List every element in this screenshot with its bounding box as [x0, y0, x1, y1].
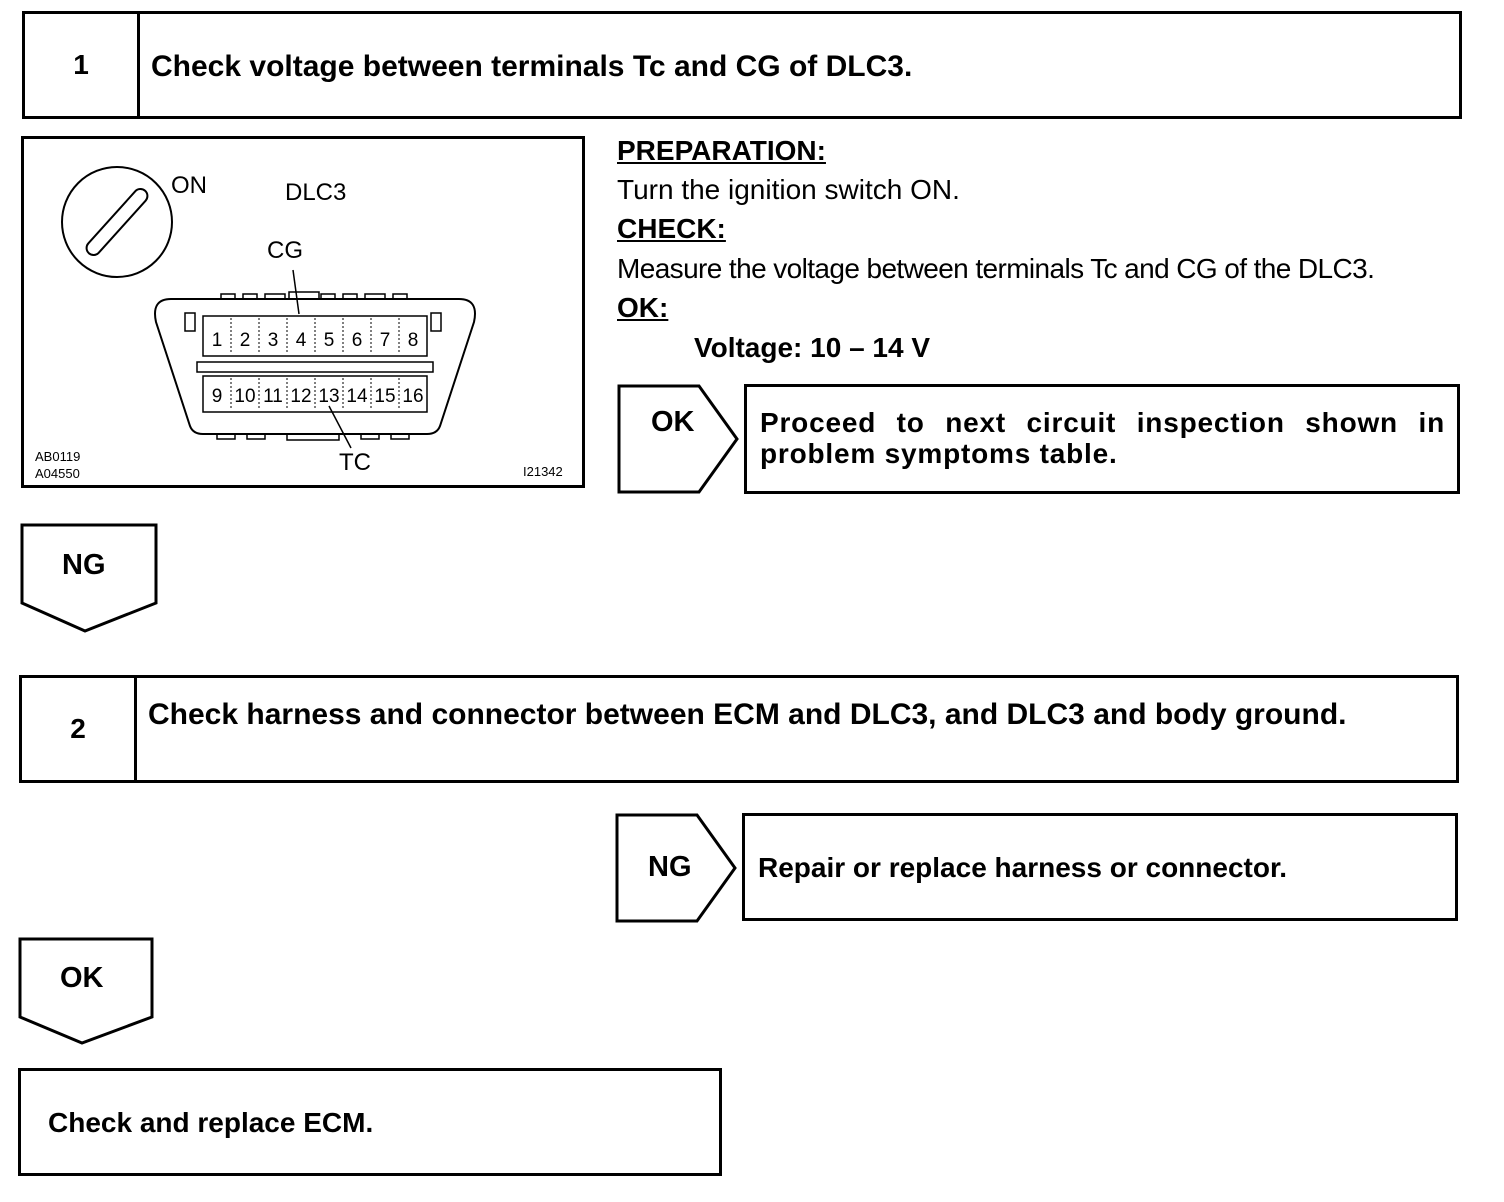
ok-spec: Voltage: 10 – 14 V: [694, 332, 931, 363]
dlc3-connector-icon: [154, 291, 476, 441]
preparation-text: Turn the ignition switch ON.: [617, 174, 960, 205]
ok-arrow-1: [617, 384, 739, 494]
pin-3: 3: [268, 330, 279, 351]
step-2-header: 2 Check harness and connector between EC…: [19, 675, 1459, 783]
step-2-title: Check harness and connector between ECM …: [148, 698, 1347, 731]
ok-label-1: OK: [651, 406, 695, 438]
figure-code-left-1: AB0119: [35, 449, 80, 464]
pin-15: 15: [374, 386, 395, 407]
pin-10: 10: [234, 386, 255, 407]
step-1-title: Check voltage between terminals Tc and C…: [151, 50, 913, 83]
ok-down-arrow-2: [18, 937, 154, 1045]
pin-2: 2: [240, 330, 251, 351]
pin-8: 8: [408, 330, 419, 351]
ok-result-1: Proceed to next circuit inspection shown…: [744, 384, 1460, 494]
dlc3-figure: ON DLC3 CG: [21, 136, 585, 488]
check-text: Measure the voltage between terminals Tc…: [617, 253, 1375, 284]
label-cg: CG: [267, 237, 303, 264]
step-2-number: 2: [22, 678, 137, 780]
label-dlc3: DLC3: [285, 179, 346, 206]
pin-12: 12: [290, 386, 311, 407]
ok-label-2: OK: [60, 962, 104, 994]
step-1-number: 1: [25, 14, 140, 116]
ng-label-2: NG: [648, 851, 692, 883]
pin-13: 13: [318, 386, 339, 407]
figure-code-right: I21342: [523, 464, 563, 479]
pin-6: 6: [352, 330, 363, 351]
pin-5: 5: [324, 330, 335, 351]
ng-arrow-2: [615, 813, 737, 923]
final-action-text: Check and replace ECM.: [48, 1107, 374, 1138]
label-tc: TC: [339, 449, 371, 476]
ignition-key-icon: [61, 166, 173, 278]
ok-heading: OK:: [617, 292, 669, 323]
ng-result-2: Repair or replace harness or connector.: [742, 813, 1458, 921]
pin-1: 1: [212, 330, 223, 351]
figure-code-left-2: A04550: [35, 466, 80, 481]
final-action: Check and replace ECM.: [18, 1068, 722, 1176]
step-1-header: 1 Check voltage between terminals Tc and…: [22, 11, 1462, 119]
ok-result-1-text: Proceed to next circuit inspection shown…: [760, 407, 1445, 469]
preparation-heading: PREPARATION:: [617, 135, 826, 166]
pin-9: 9: [212, 386, 223, 407]
ng-result-2-text: Repair or replace harness or connector.: [758, 852, 1288, 883]
pin-4: 4: [296, 330, 307, 351]
pin-11: 11: [263, 386, 283, 407]
pin-14: 14: [346, 386, 368, 407]
pin-16: 16: [402, 386, 423, 407]
label-on: ON: [171, 172, 207, 199]
ng-label-1: NG: [62, 549, 106, 581]
pin-7: 7: [380, 330, 391, 351]
ng-down-arrow-1: [20, 523, 158, 633]
check-heading: CHECK:: [617, 213, 726, 244]
dlc3-connector-diagram: ON DLC3 CG: [21, 136, 585, 488]
